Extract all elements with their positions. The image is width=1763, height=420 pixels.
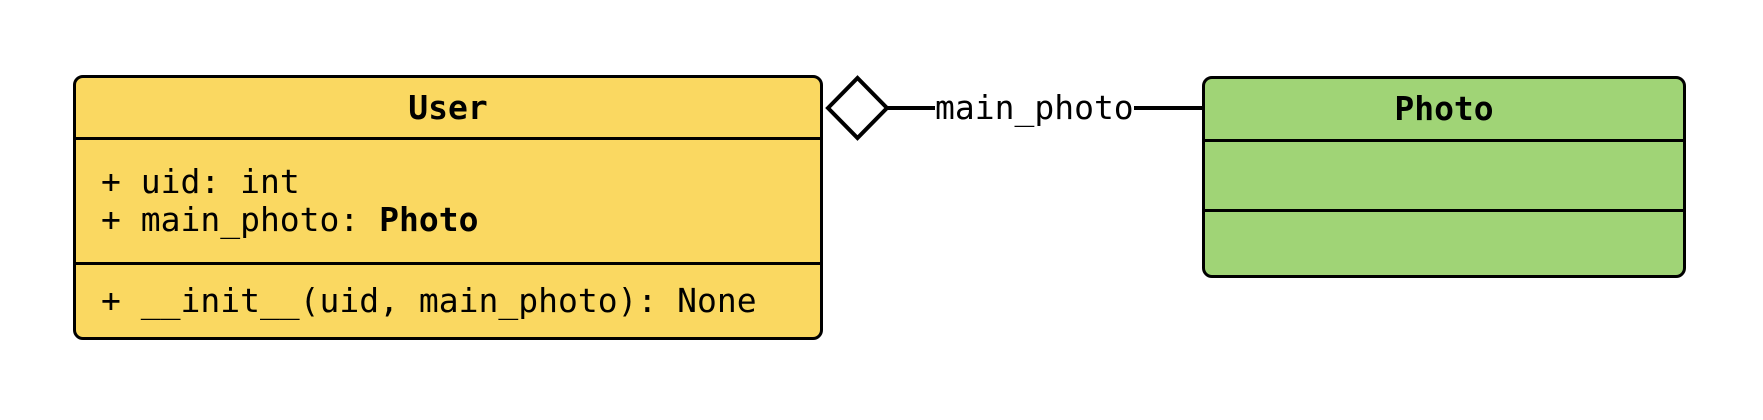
attribute-uid-text: + uid: xyxy=(101,162,241,201)
class-user-methods: + __init__(uid, main_photo): None xyxy=(76,262,820,337)
class-photo-attributes xyxy=(1205,139,1683,209)
class-photo-methods xyxy=(1205,209,1683,275)
class-photo-title: Photo xyxy=(1394,89,1494,128)
class-node-user: User + uid: int + main_photo: Photo + __… xyxy=(73,75,823,340)
attribute-main-photo-text: + main_photo: xyxy=(101,200,380,239)
attribute-line-uid: + uid: int xyxy=(101,163,810,201)
attribute-line-main-photo: + main_photo: Photo xyxy=(101,201,810,239)
class-node-photo: Photo xyxy=(1202,76,1686,278)
class-user-attributes: + uid: int + main_photo: Photo xyxy=(76,137,820,262)
attribute-main-photo-type: Photo xyxy=(379,200,479,239)
edge-label-main-photo: main_photo xyxy=(935,88,1134,128)
class-user-title: User xyxy=(408,87,488,127)
method-line-init: + __init__(uid, main_photo): None xyxy=(101,281,757,320)
attribute-uid-type: int xyxy=(240,162,300,201)
aggregation-diamond-icon xyxy=(825,75,890,141)
